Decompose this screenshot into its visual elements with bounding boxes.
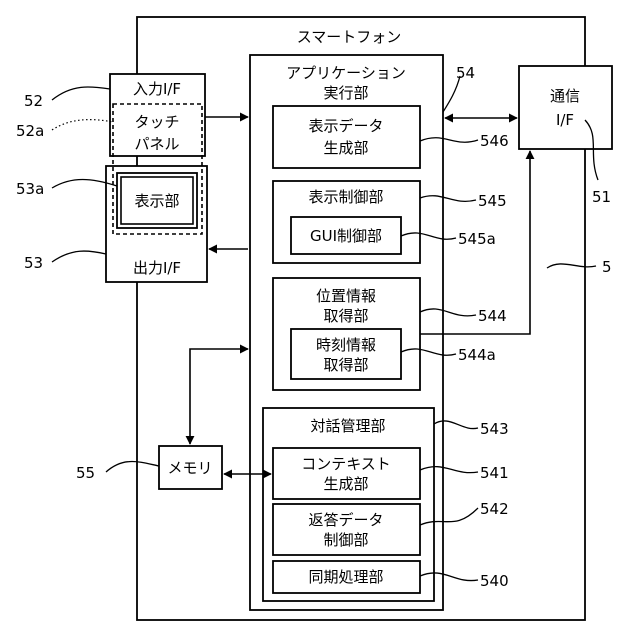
leader-53	[52, 251, 106, 262]
app-unit-label-1: アプリケーション	[286, 64, 406, 82]
reply-data-label-2: 制御部	[323, 531, 368, 549]
ref-541: 541	[480, 464, 509, 482]
touch-panel-label-1: タッチ	[134, 113, 179, 131]
position-info-label-2: 取得部	[323, 307, 368, 325]
display-label: 表示部	[134, 192, 179, 210]
leader-52	[52, 87, 110, 100]
reply-data-label-1: 返答データ	[308, 511, 383, 529]
display-data-gen-box	[273, 106, 420, 168]
sync-label: 同期処理部	[308, 568, 383, 586]
time-info-label-2: 取得部	[323, 356, 368, 374]
output-if-label: 出力I/F	[133, 259, 181, 277]
ref-540: 540	[480, 572, 509, 590]
ref-544a: 544a	[458, 346, 496, 364]
app-unit-label-2: 実行部	[323, 84, 368, 102]
display-data-gen-label-1: 表示データ	[308, 117, 383, 135]
comm-if-label-1: 通信	[550, 87, 580, 105]
context-gen-label-2: 生成部	[323, 475, 368, 493]
gui-control-label: GUI制御部	[310, 227, 382, 245]
ref-52: 52	[24, 92, 43, 110]
leader-52a	[52, 120, 113, 130]
ref-53: 53	[24, 254, 43, 272]
memory-label: メモリ	[167, 459, 212, 477]
ref-542: 542	[480, 500, 509, 518]
ref-545: 545	[478, 192, 507, 210]
ref-54: 54	[456, 64, 475, 82]
comm-if-box	[519, 66, 612, 149]
input-if-label: 入力I/F	[133, 80, 181, 98]
smartphone-label: スマートフォン	[297, 28, 402, 46]
position-info-label-1: 位置情報	[316, 287, 376, 305]
comm-if-label-2: I/F	[556, 111, 574, 129]
ref-52a: 52a	[16, 122, 44, 140]
ref-53a: 53a	[16, 180, 44, 198]
time-info-label-1: 時刻情報	[316, 336, 376, 354]
ref-55: 55	[76, 464, 95, 482]
display-data-gen-label-2: 生成部	[323, 139, 368, 157]
context-gen-label-1: コンテキスト	[301, 455, 391, 473]
dialog-manager-label: 対話管理部	[310, 417, 385, 435]
ref-543: 543	[480, 420, 509, 438]
touch-panel-label-2: パネル	[134, 135, 179, 153]
display-control-label: 表示制御部	[308, 188, 383, 206]
ref-5: 5	[602, 258, 612, 276]
ref-544: 544	[478, 307, 507, 325]
ref-545a: 545a	[458, 230, 496, 248]
ref-546: 546	[480, 132, 509, 150]
ref-51: 51	[592, 188, 611, 206]
